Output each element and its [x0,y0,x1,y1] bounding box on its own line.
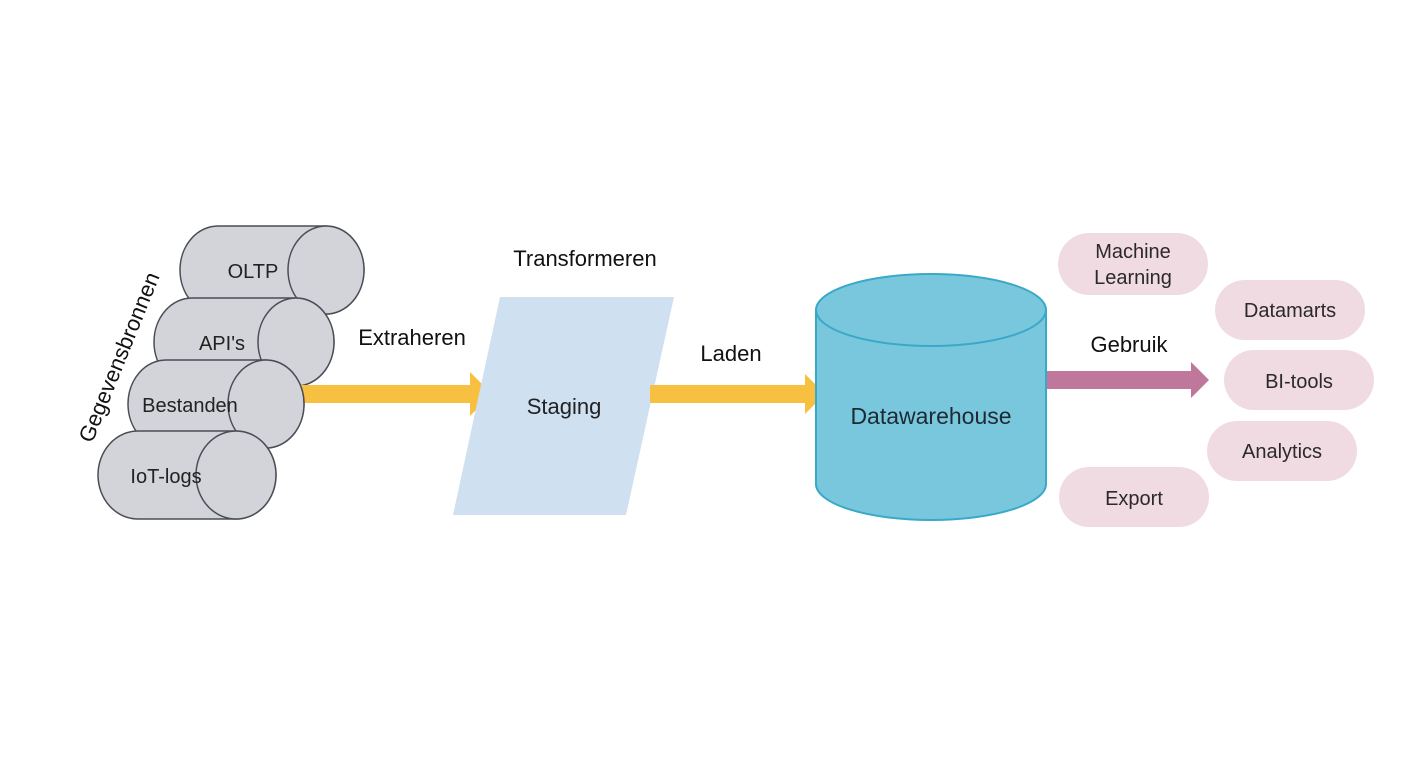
consumer-machine-learning-line1: Machine [1095,241,1171,263]
datawarehouse-label: Datawarehouse [850,403,1011,429]
consumer-machine-learning[interactable]: Machine Learning [1058,233,1208,295]
staging-area[interactable]: Staging [453,297,674,515]
source-bestanden-label: Bestanden [142,395,238,417]
step-transform-label: Transformeren [513,246,656,271]
consumer-analytics-label: Analytics [1242,441,1322,463]
staging-label: Staging [527,394,602,419]
use-arrow [1047,362,1209,398]
consumer-bi-tools-label: BI-tools [1265,371,1333,393]
consumer-export-label: Export [1105,488,1163,510]
source-bestanden[interactable]: Bestanden [127,359,305,449]
consumer-datamarts[interactable]: Datamarts [1215,280,1365,340]
consumer-machine-learning-line2: Learning [1094,267,1172,289]
source-oltp-label: OLTP [228,261,279,283]
source-iot-logs[interactable]: IoT-logs [97,430,277,520]
source-iot-logs-label: IoT-logs [130,466,201,488]
step-use-label: Gebruik [1090,332,1168,357]
load-arrow [650,374,825,414]
consumer-datamarts-label: Datamarts [1244,300,1336,322]
consumer-export[interactable]: Export [1059,467,1209,527]
datawarehouse[interactable]: Datawarehouse [815,273,1047,521]
source-apis-label: API's [199,333,245,355]
step-extract-label: Extraheren [358,325,466,350]
extract-arrow [290,372,492,416]
step-load-label: Laden [700,341,761,366]
consumer-analytics[interactable]: Analytics [1207,421,1357,481]
source-oltp[interactable]: OLTP [179,225,365,315]
consumer-bi-tools[interactable]: BI-tools [1224,350,1374,410]
